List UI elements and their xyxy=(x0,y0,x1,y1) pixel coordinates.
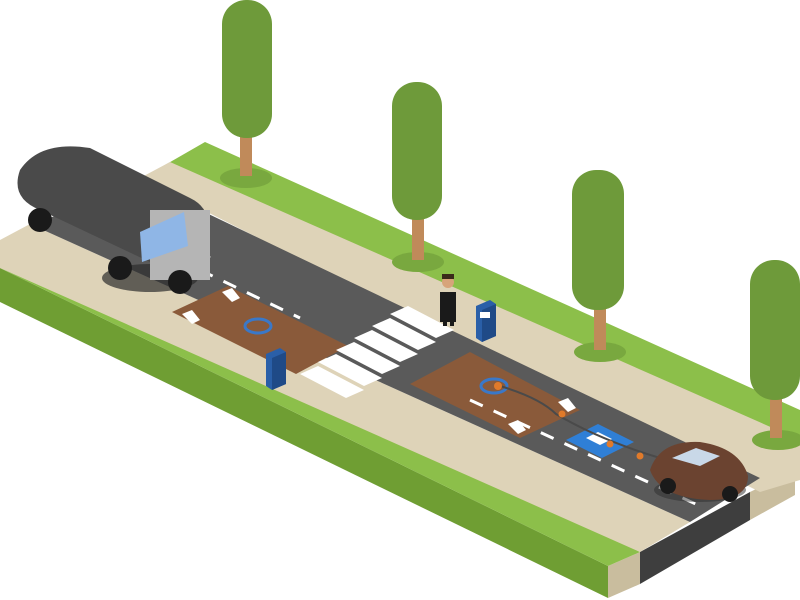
chevron-markings xyxy=(182,288,576,434)
tree-2 xyxy=(392,82,444,272)
tree-1 xyxy=(220,0,272,188)
person-icon xyxy=(440,274,456,326)
brown-car xyxy=(650,441,748,502)
charger-post-right xyxy=(476,300,496,342)
charging-pad-left xyxy=(243,317,273,335)
sidewalk-side-near xyxy=(608,552,640,598)
ground-side xyxy=(0,268,608,598)
tanker-truck xyxy=(17,146,210,294)
charger-post-left xyxy=(266,348,286,390)
charging-paving-left xyxy=(172,286,348,374)
charging-pad-right xyxy=(479,377,509,395)
charging-paving-right xyxy=(410,352,580,438)
tree-4 xyxy=(750,260,800,450)
tree-3 xyxy=(572,170,626,362)
crosswalk xyxy=(300,306,454,398)
road-side-front xyxy=(640,492,750,584)
charging-cable xyxy=(494,382,661,460)
sidewalk-far xyxy=(140,162,800,492)
ev-parking-icon xyxy=(566,424,634,458)
